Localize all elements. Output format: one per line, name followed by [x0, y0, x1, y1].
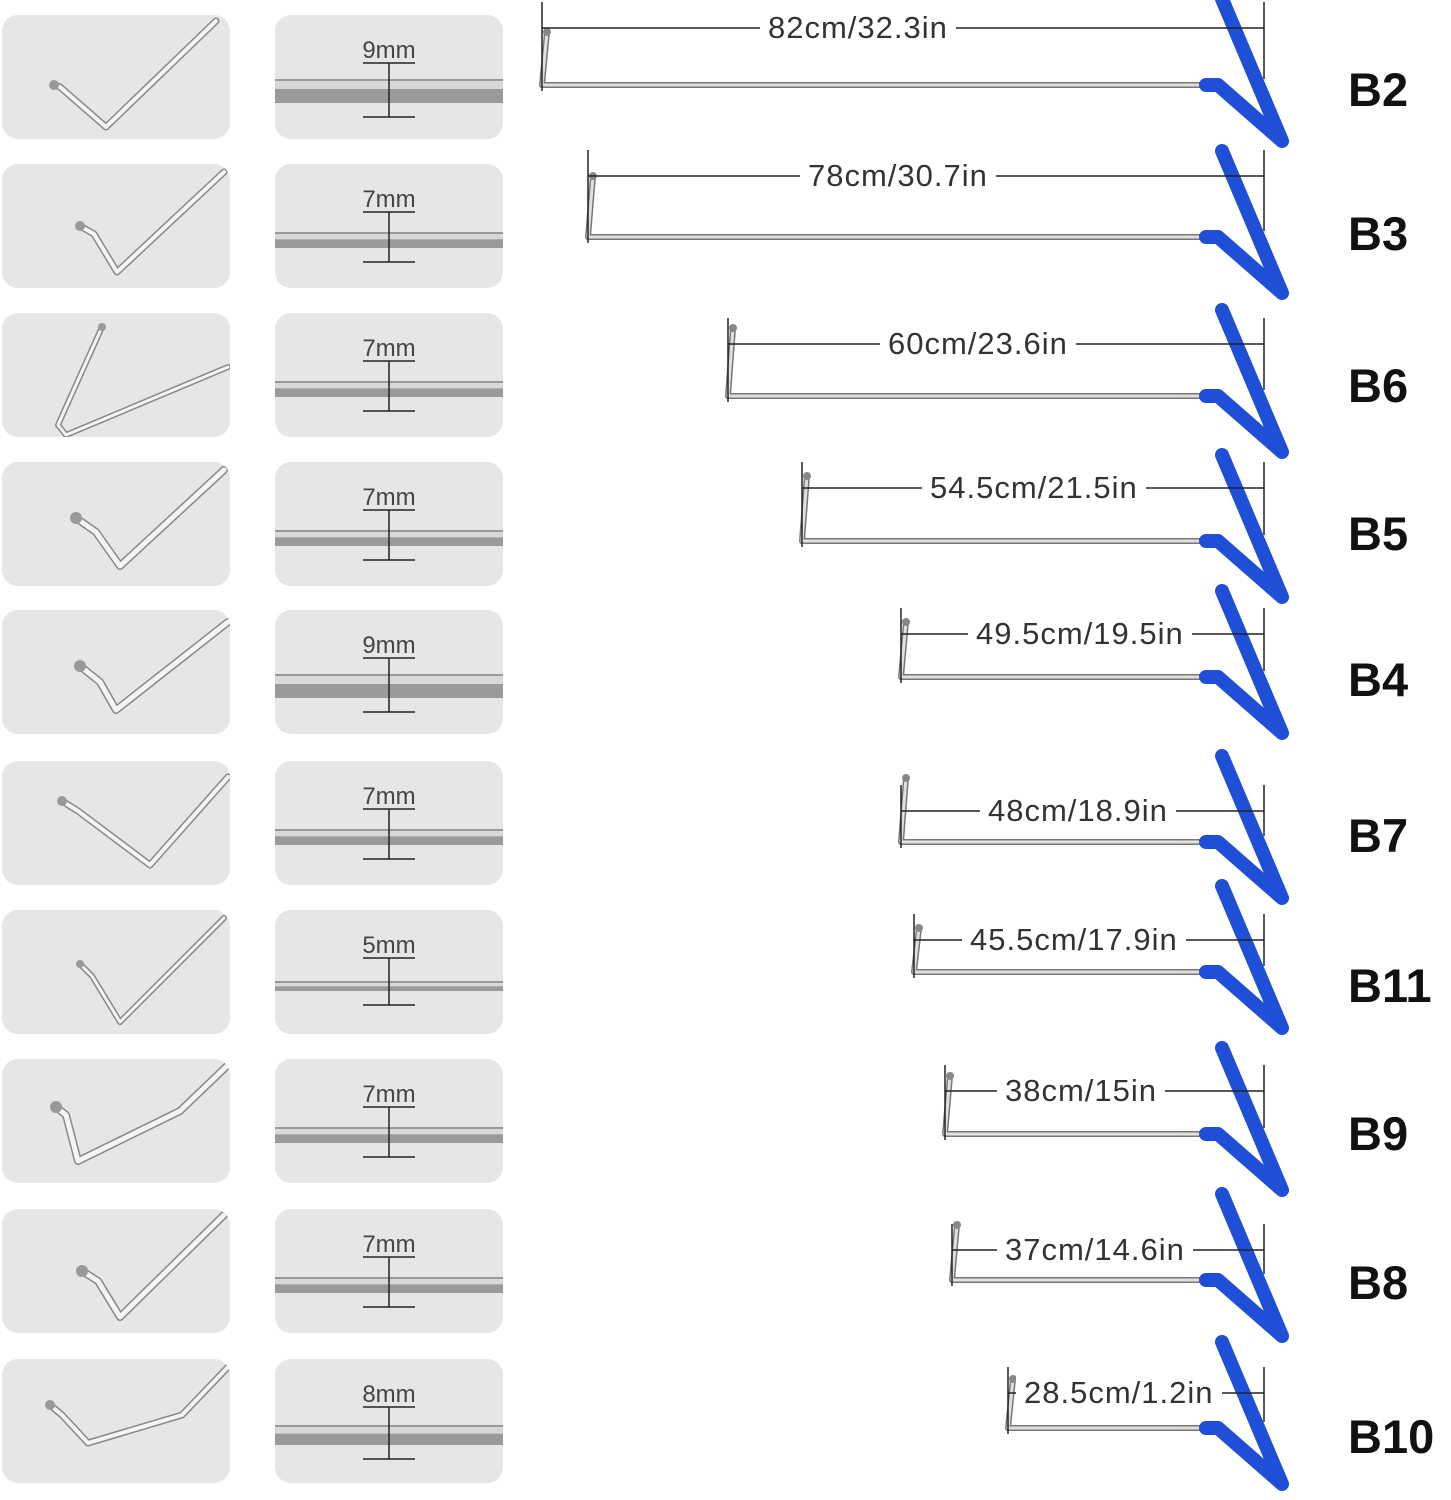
- rod-diameter-icon: [275, 360, 503, 412]
- model-label: B5: [1348, 507, 1409, 560]
- tip-card: [2, 1059, 230, 1183]
- hook-tip-icon: [75, 168, 228, 276]
- diameter-label: 7mm: [362, 1081, 416, 1108]
- tip-card: [2, 610, 230, 734]
- model-label: B2: [1348, 63, 1409, 116]
- tip-card: [2, 761, 230, 885]
- product-row-b2: 9mm: [0, 15, 1451, 155]
- diameter-card: 7mm: [275, 164, 503, 288]
- length-label: 38cm/15in: [997, 1073, 1166, 1109]
- model-label: B10: [1348, 1410, 1435, 1463]
- model-label: B6: [1348, 359, 1409, 412]
- diameter-label: 7mm: [362, 783, 416, 810]
- length-label: 45.5cm/17.9in: [962, 922, 1186, 958]
- model-label: B7: [1348, 809, 1409, 862]
- diameter-label: 9mm: [362, 37, 416, 64]
- diameter-card: 9mm: [275, 610, 503, 734]
- hook-tip-icon: [76, 1211, 228, 1321]
- hook-tip-icon: [74, 618, 230, 714]
- model-label: B4: [1348, 653, 1409, 706]
- length-label: 37cm/14.6in: [997, 1232, 1193, 1268]
- length-label: 48cm/18.9in: [980, 793, 1176, 829]
- diameter-card: 8mm: [275, 1359, 503, 1483]
- product-row-b5: 7mm: [0, 462, 1451, 602]
- length-label: 49.5cm/19.5in: [968, 616, 1192, 652]
- length-label: 28.5cm/1.2in: [1016, 1375, 1222, 1411]
- hook-tip-icon: [50, 1061, 230, 1165]
- model-label: B8: [1348, 1256, 1409, 1309]
- product-row-b6: 7mm: [0, 313, 1451, 453]
- hook-tip-icon: [70, 466, 228, 570]
- tip-card: [2, 1359, 230, 1483]
- length-label: 60cm/23.6in: [880, 326, 1076, 362]
- hook-tip-icon: [76, 915, 227, 1025]
- tip-card: [2, 164, 230, 288]
- tip-card: [2, 910, 230, 1034]
- rod-diameter-icon: [275, 1256, 503, 1308]
- diameter-card: 7mm: [275, 761, 503, 885]
- product-row-b10: 8mm: [0, 1359, 1451, 1499]
- diameter-label: 7mm: [362, 1231, 416, 1258]
- tip-card: [2, 462, 230, 586]
- product-row-b8: 7mm: [0, 1209, 1451, 1349]
- diameter-card: 9mm: [275, 15, 503, 139]
- diameter-label: 7mm: [362, 335, 416, 362]
- rod-diameter-icon: [275, 657, 503, 713]
- length-label: 54.5cm/21.5in: [922, 470, 1146, 506]
- diameter-label: 8mm: [362, 1381, 416, 1408]
- product-row-b4: 9mm: [0, 610, 1451, 750]
- product-row-b11: 5mm: [0, 910, 1451, 1050]
- diameter-card: 5mm: [275, 910, 503, 1034]
- model-label: B11: [1348, 959, 1432, 1012]
- rod-diameter-icon: [275, 1106, 503, 1158]
- rod-diameter-icon: [275, 211, 503, 263]
- model-label: B3: [1348, 207, 1409, 260]
- diameter-card: 7mm: [275, 1059, 503, 1183]
- diameter-card: 7mm: [275, 462, 503, 586]
- diameter-label: 7mm: [362, 484, 416, 511]
- diameter-card: 7mm: [275, 313, 503, 437]
- product-row-b3: 7mm: [0, 164, 1451, 304]
- hook-tip-icon: [45, 1363, 230, 1447]
- diameter-card: 7mm: [275, 1209, 503, 1333]
- rod-diameter-icon: [275, 808, 503, 860]
- length-label: 78cm/30.7in: [800, 158, 996, 194]
- hook-tip-icon: [49, 17, 220, 131]
- rod-diameter-icon: [275, 62, 503, 118]
- product-row-b9: 7mm: [0, 1059, 1451, 1199]
- diameter-label: 5mm: [362, 932, 416, 959]
- rod-diameter-icon: [275, 509, 503, 561]
- diameter-label: 9mm: [362, 632, 416, 659]
- tip-card: [2, 1209, 230, 1333]
- tip-card: [2, 313, 230, 437]
- length-label: 82cm/32.3in: [760, 10, 956, 46]
- hook-tip-icon: [57, 773, 230, 869]
- tip-card: [2, 15, 230, 139]
- product-row-b7: 7mm: [0, 761, 1451, 901]
- rod-diameter-icon: [275, 957, 503, 1006]
- model-label: B9: [1348, 1107, 1409, 1160]
- rod-diameter-icon: [275, 1406, 503, 1460]
- diameter-label: 7mm: [362, 186, 416, 213]
- hook-tip-icon: [55, 323, 230, 437]
